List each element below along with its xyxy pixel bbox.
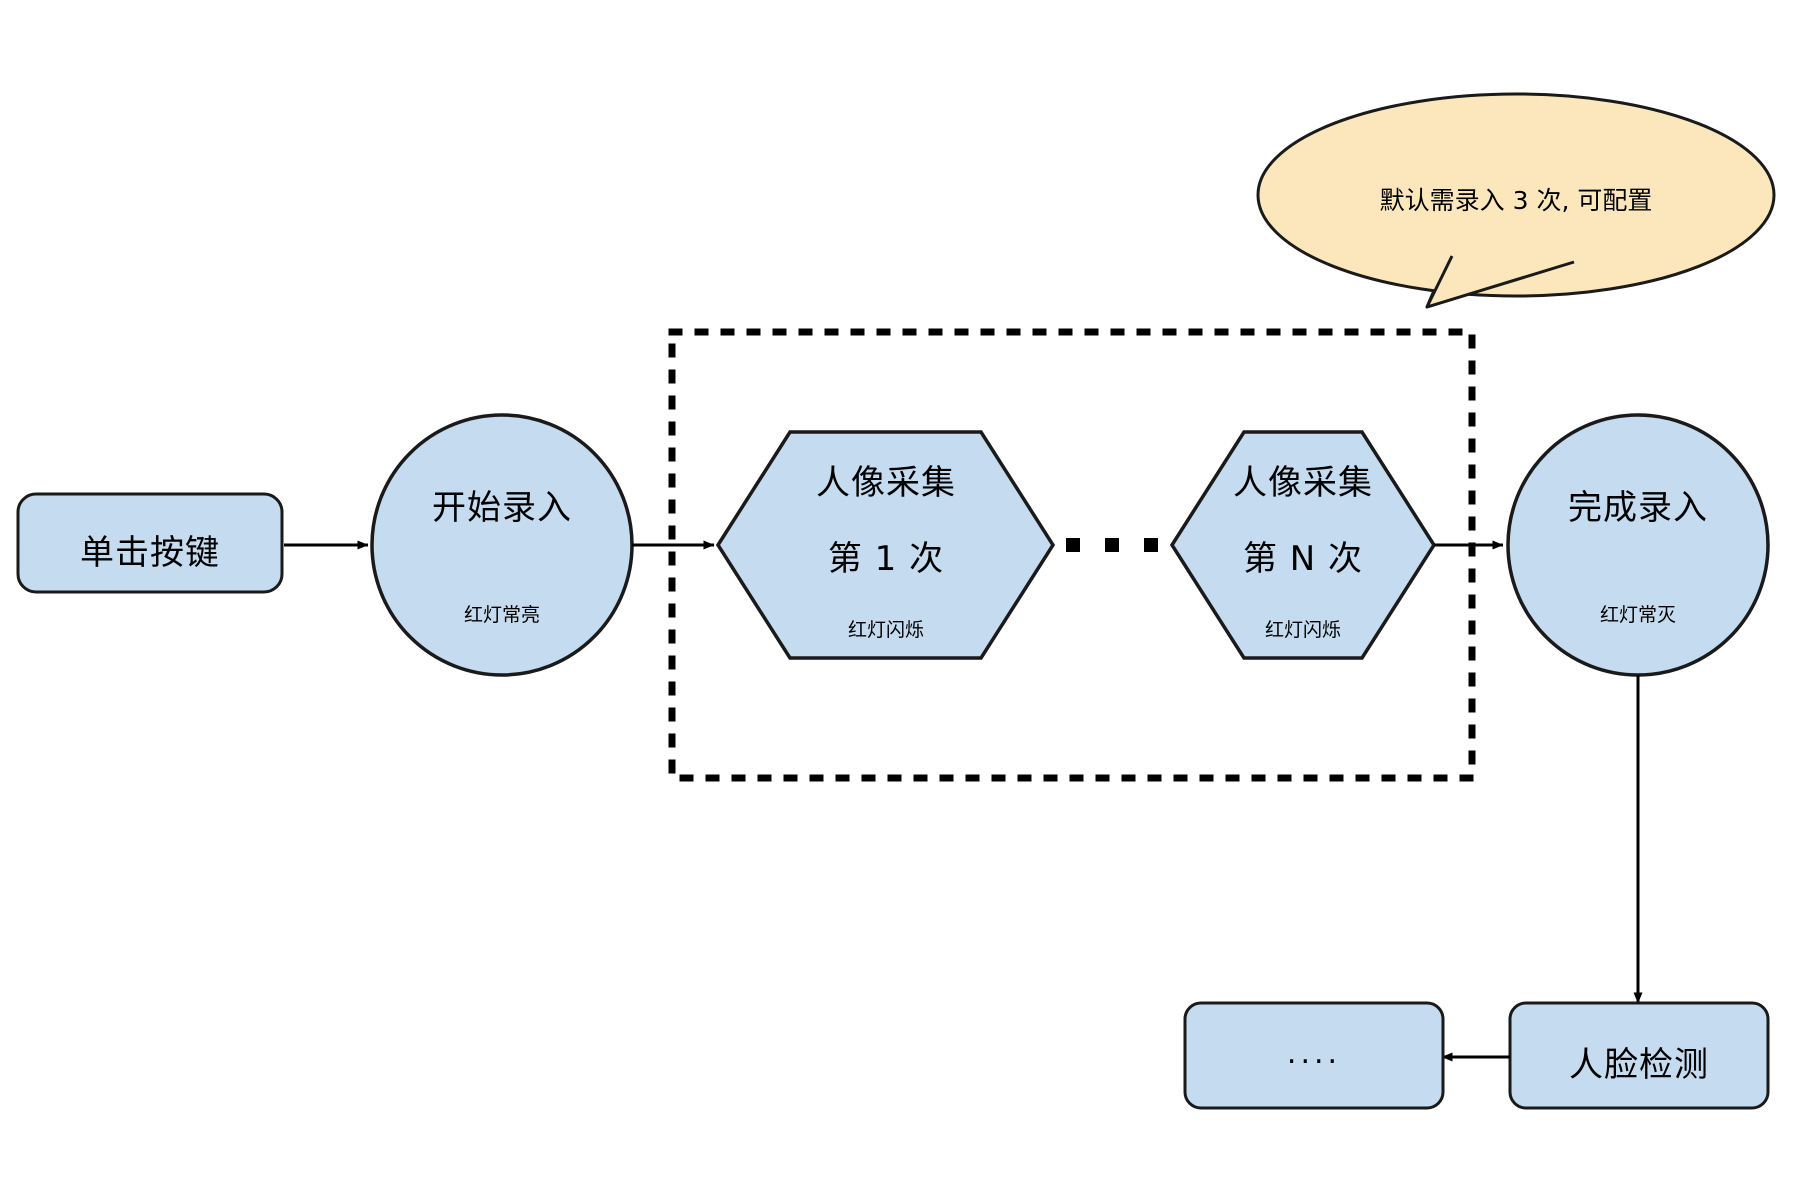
ellipsis-between-captures [1066, 538, 1158, 552]
node-capture-nth-shape[interactable] [1169, 430, 1437, 660]
node-start-enroll-shape[interactable] [370, 413, 634, 677]
node-capture-first-shape[interactable] [715, 430, 1056, 660]
repeat-group-border [668, 328, 1476, 782]
node-click-button-shape[interactable] [16, 492, 284, 594]
callout-bubble-shape[interactable] [1256, 92, 1776, 309]
node-more-steps-shape[interactable] [1183, 1001, 1445, 1110]
node-finish-enroll-shape[interactable] [1506, 413, 1770, 677]
node-face-detect-shape[interactable] [1508, 1001, 1770, 1110]
